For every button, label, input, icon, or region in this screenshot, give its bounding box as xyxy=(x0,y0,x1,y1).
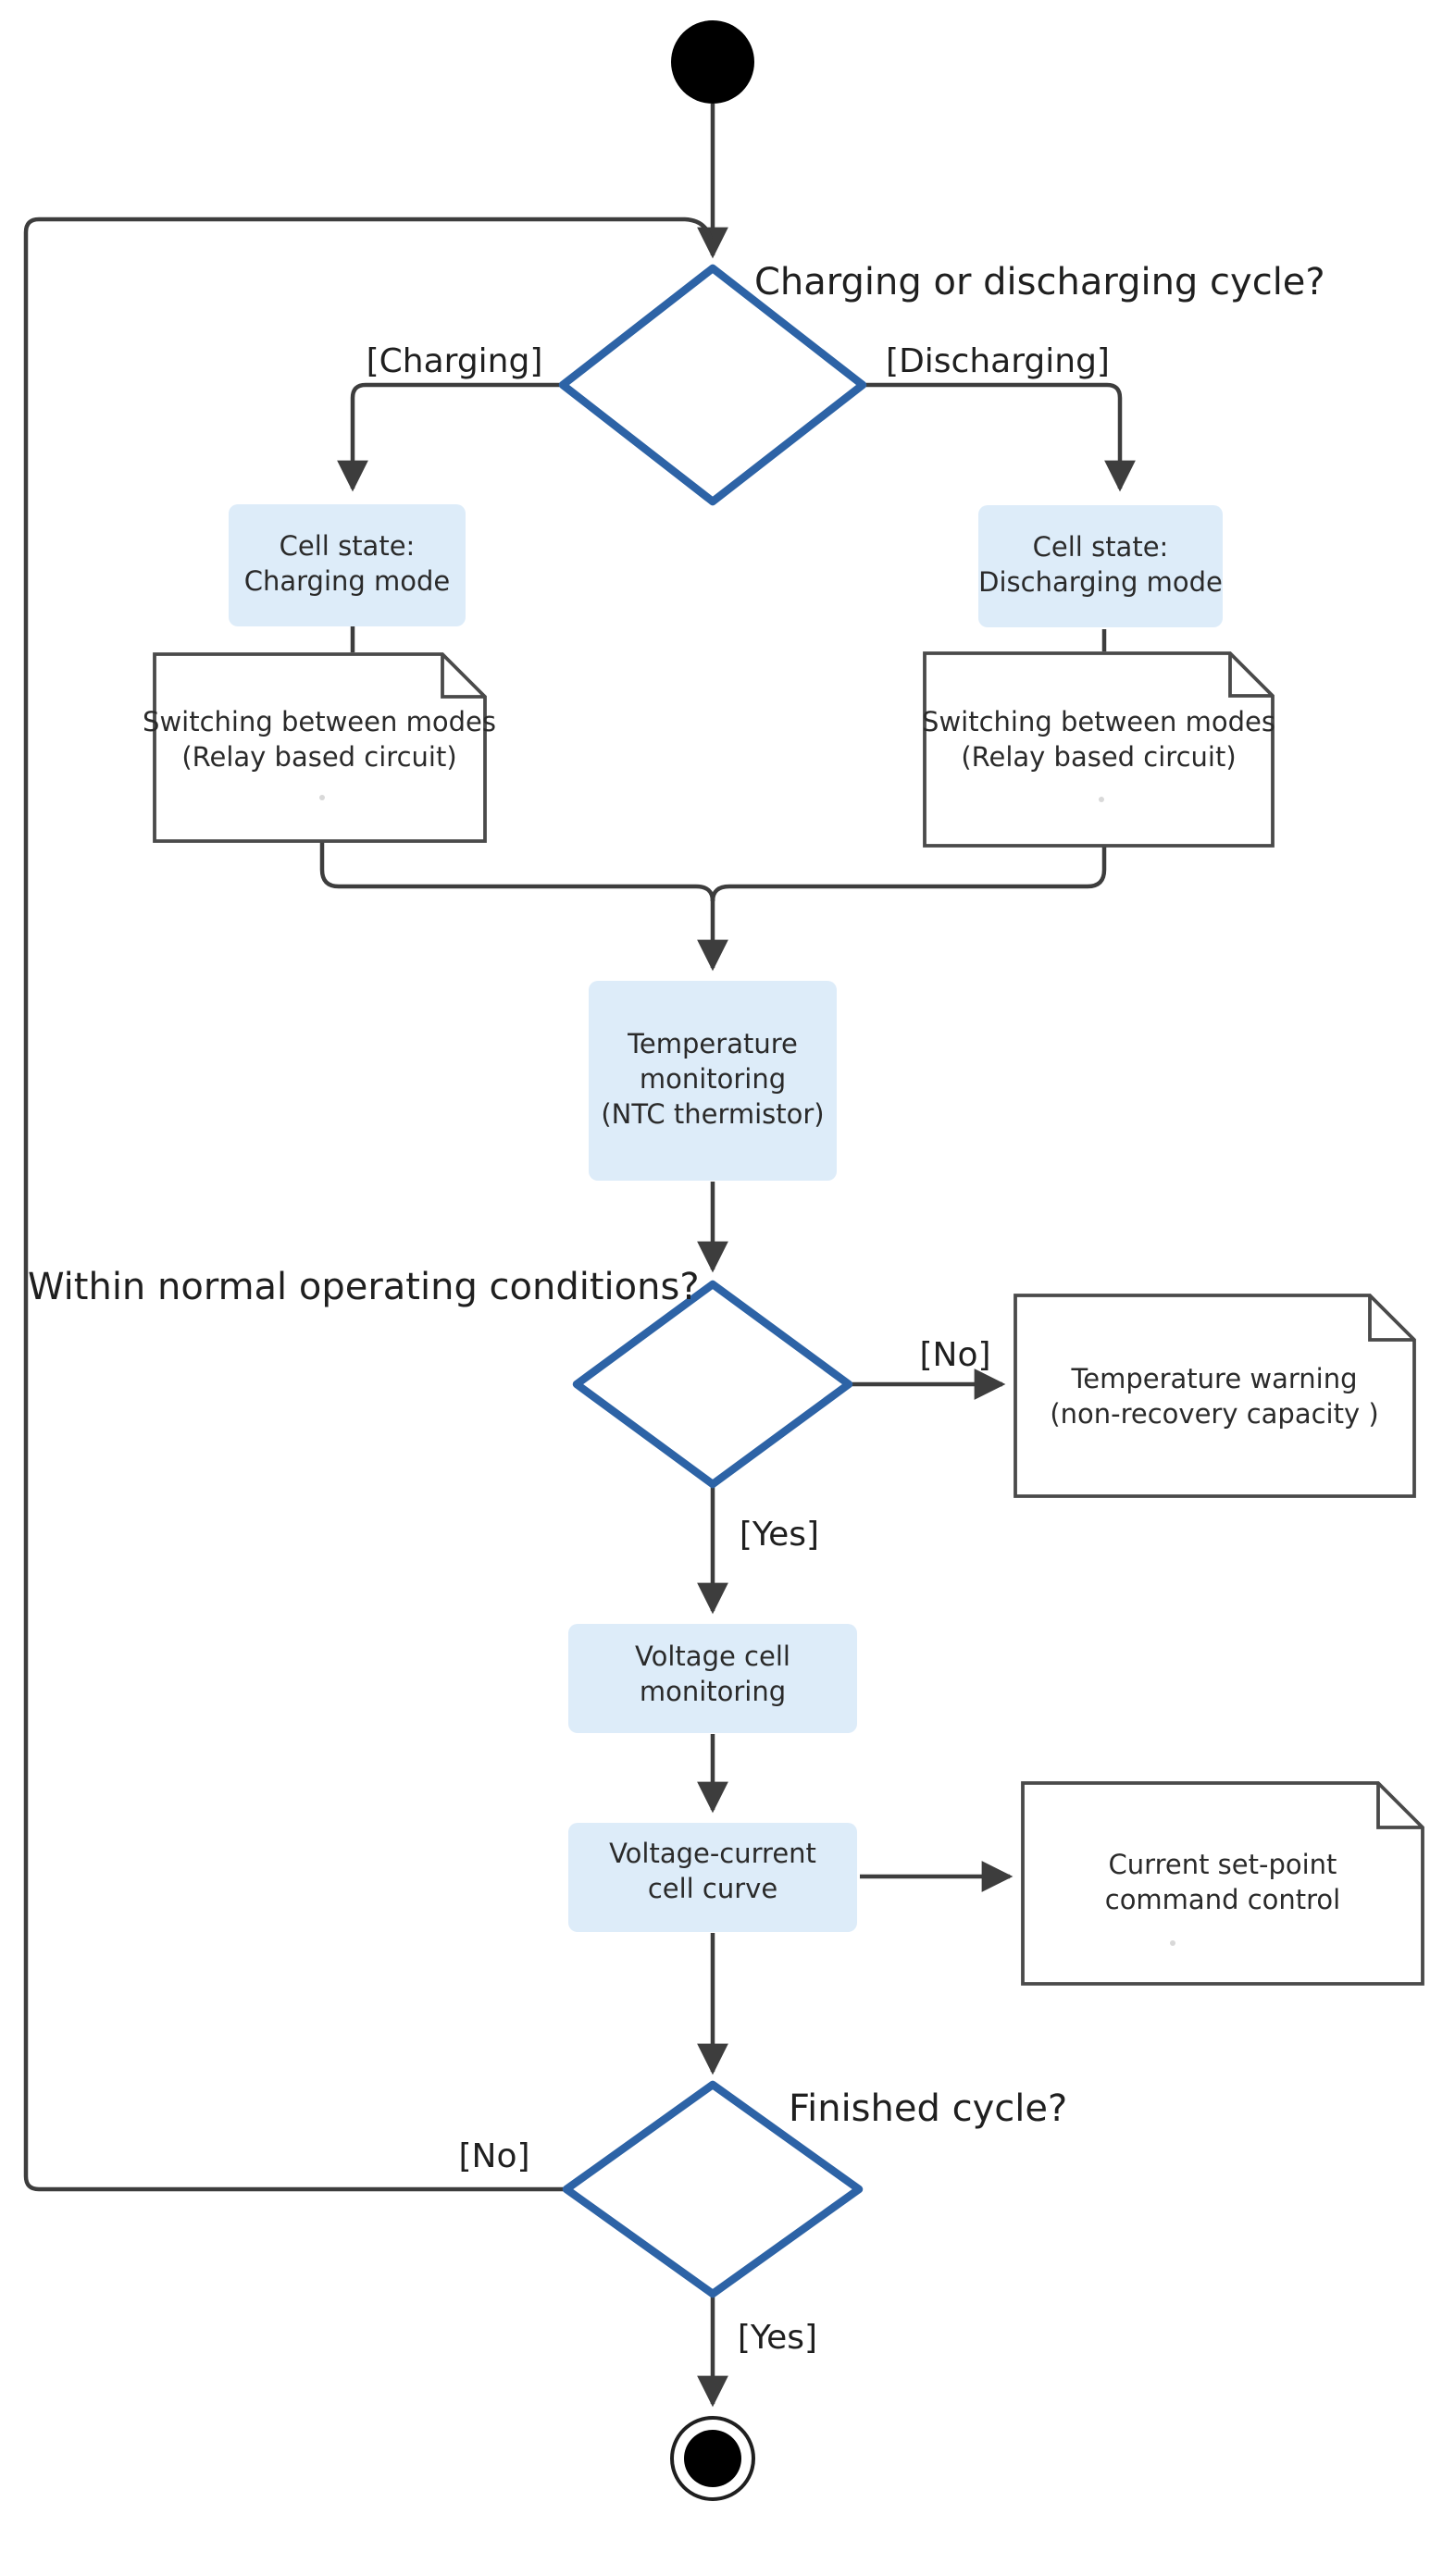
decision-cycle-type: Charging or discharging cycle? [Charging… xyxy=(367,261,1325,506)
decision-diamond-icon xyxy=(558,264,867,506)
action-box xyxy=(229,504,466,626)
action-vmon-line2: monitoring xyxy=(640,1676,786,1707)
edge-decision1-discharging xyxy=(864,382,1136,492)
note-temperature-warning: Temperature warning (non-recovery capaci… xyxy=(1014,1294,1416,1498)
guard-yes-finished: [Yes] xyxy=(738,2319,817,2357)
decision3-question: Finished cycle? xyxy=(789,2087,1067,2130)
action-temperature-monitoring: Temperature monitoring (NTC thermistor) xyxy=(589,981,837,1181)
decision-finished-cycle: Finished cycle? [No] [Yes] xyxy=(458,2080,1067,2357)
guard-yes-temp: [Yes] xyxy=(740,1516,819,1554)
guard-discharging: [Discharging] xyxy=(886,342,1110,380)
edge-loop-back-no xyxy=(23,217,714,2192)
note-switching-right: Switching between modes (Relay based cir… xyxy=(922,651,1275,848)
note-switching-right-line2: (Relay based circuit) xyxy=(961,741,1236,773)
note-current-setpoint: Current set-point command control xyxy=(1021,1781,1424,1986)
edge-decision1-charging xyxy=(337,382,561,492)
edge-note-right-to-merge xyxy=(710,847,1107,902)
action-charging-line1: Cell state: xyxy=(280,530,416,562)
note-setpoint-line1: Current set-point xyxy=(1109,1849,1337,1880)
action-cell-state-discharging: Cell state: Discharging mode xyxy=(978,505,1223,627)
action-box xyxy=(568,1823,857,1932)
decision-normal-conditions: Within normal operating conditions? [No]… xyxy=(28,1266,991,1554)
note-temp-warning-line2: (non-recovery capacity ) xyxy=(1050,1398,1378,1430)
action-temp-line3: (NTC thermistor) xyxy=(601,1098,824,1130)
note-shape-icon xyxy=(923,651,1275,848)
guard-charging: [Charging] xyxy=(367,342,543,380)
guard-no-finished: [No] xyxy=(458,2137,529,2175)
final-node-icon xyxy=(684,2430,741,2487)
edges xyxy=(23,104,1136,2408)
action-box xyxy=(568,1624,857,1733)
note-shape-icon xyxy=(153,652,487,843)
action-cell-state-charging: Cell state: Charging mode xyxy=(229,504,466,626)
note-switching-left-line2: (Relay based circuit) xyxy=(181,741,456,773)
action-vcurve-line1: Voltage-current xyxy=(609,1838,816,1869)
initial-node-icon xyxy=(671,20,754,104)
note-shape-icon xyxy=(1021,1781,1424,1986)
action-discharging-line2: Discharging mode xyxy=(978,566,1223,598)
action-charging-line2: Charging mode xyxy=(244,565,451,597)
note-artifact-dot xyxy=(1170,1940,1175,1946)
decision-diamond-icon xyxy=(562,2080,864,2298)
note-fold-icon xyxy=(1376,1783,1423,1829)
action-temp-line1: Temperature xyxy=(627,1028,798,1059)
action-voltage-current-curve: Voltage-current cell curve xyxy=(568,1823,857,1932)
action-box xyxy=(978,505,1223,627)
note-artifact-dot xyxy=(1099,797,1104,802)
note-switching-right-line1: Switching between modes xyxy=(922,706,1275,737)
edge-note-left-to-merge xyxy=(319,842,715,902)
note-setpoint-line2: command control xyxy=(1105,1884,1341,1915)
end-node xyxy=(670,2416,755,2501)
note-artifact-dot xyxy=(319,795,325,800)
decision1-question: Charging or discharging cycle? xyxy=(754,261,1325,303)
note-fold-icon xyxy=(441,654,485,699)
note-switching-left: Switching between modes (Relay based cir… xyxy=(143,652,496,843)
action-discharging-line1: Cell state: xyxy=(1033,531,1169,563)
note-shape-icon xyxy=(1014,1294,1416,1498)
start-node xyxy=(671,20,754,104)
guard-no-temp: [No] xyxy=(919,1336,990,1374)
decision-diamond-icon xyxy=(572,1280,853,1489)
action-box xyxy=(589,981,837,1181)
decision2-question: Within normal operating conditions? xyxy=(28,1266,700,1308)
note-switching-left-line1: Switching between modes xyxy=(143,706,496,737)
note-temp-warning-line1: Temperature warning xyxy=(1070,1363,1357,1394)
action-vcurve-line2: cell curve xyxy=(648,1873,777,1904)
note-fold-icon xyxy=(1368,1295,1414,1342)
note-fold-icon xyxy=(1228,653,1273,698)
action-temp-line2: monitoring xyxy=(640,1063,786,1095)
action-voltage-monitoring: Voltage cell monitoring xyxy=(568,1624,857,1733)
action-vmon-line1: Voltage cell xyxy=(635,1641,790,1672)
